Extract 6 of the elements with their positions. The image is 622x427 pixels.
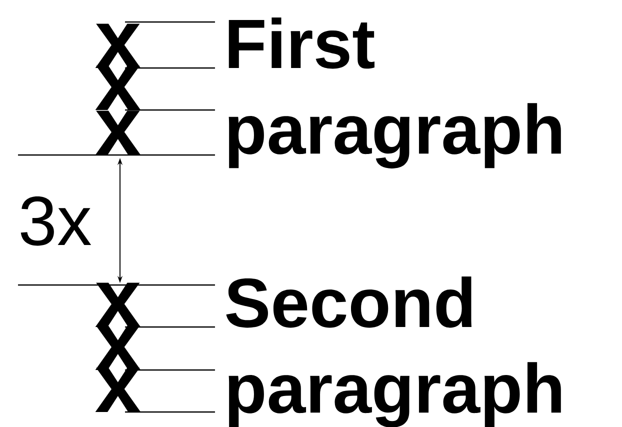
- x-height-mark: x: [95, 282, 141, 327]
- x-height-mark: x: [95, 110, 141, 155]
- sample-paragraph: Second paragraph: [226, 276, 561, 427]
- x-height-mark: x: [95, 24, 141, 68]
- spacing-label: 3x: [20, 196, 92, 246]
- sample-paragraph: First paragraph: [228, 17, 561, 168]
